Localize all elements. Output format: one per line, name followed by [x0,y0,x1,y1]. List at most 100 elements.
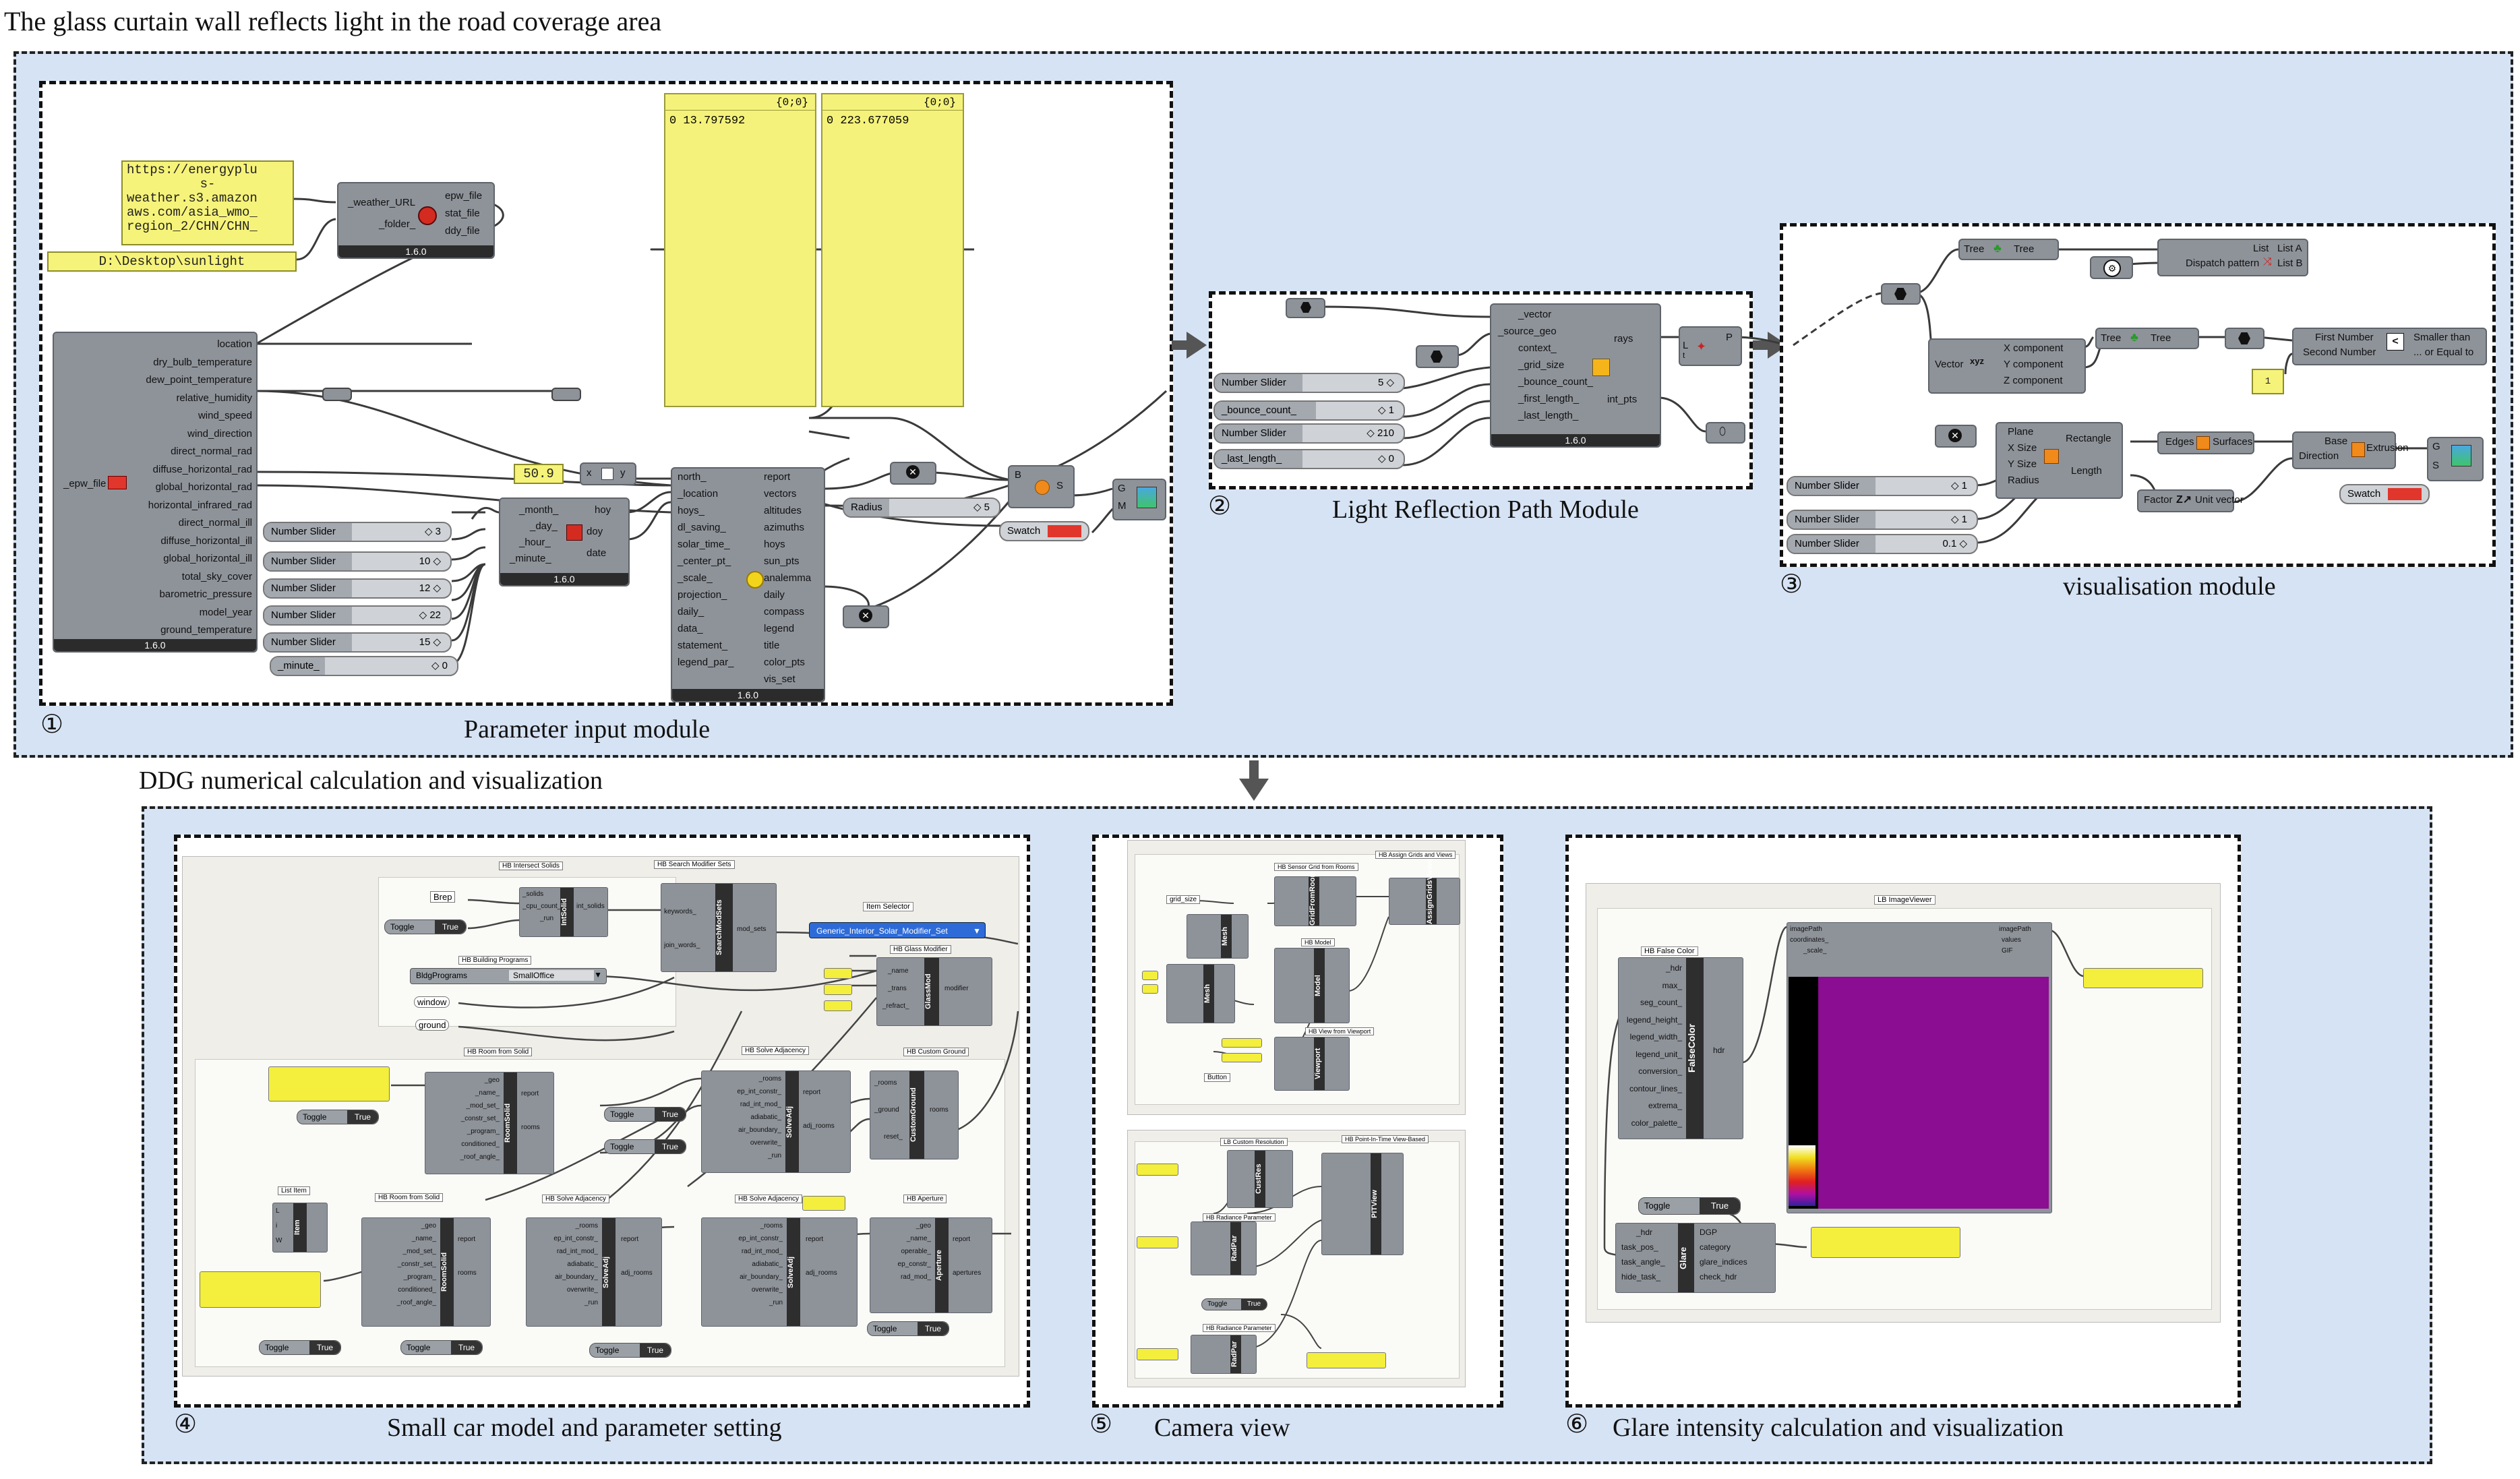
fc-in-6[interactable]: conversion_ [1638,1066,1682,1076]
sunpath-out-6[interactable]: analemma [764,572,812,584]
rays-port[interactable]: rays [1614,333,1633,344]
solve-adj-2-in-2[interactable]: rad_int_mod_ [556,1248,598,1255]
sunpath-out-5[interactable]: sun_pts [764,555,800,567]
m2-in-4[interactable]: _bounce_count_ [1518,376,1593,388]
solve-adj-3-in-2[interactable]: rad_int_mod_ [741,1248,783,1255]
epw-out-0[interactable]: location [217,338,252,350]
deconstruct-node-2[interactable]: ✕ [843,605,889,628]
equal-to-port[interactable]: ... or Equal to [2413,346,2474,358]
epw-out-13[interactable]: total_sky_cover [181,570,252,582]
solve-adj-2-in-4[interactable]: air_boundary_ [555,1273,598,1281]
tree1-out[interactable]: Tree [2014,243,2035,255]
item-w-in[interactable]: W [276,1237,282,1244]
sunpath-in-3[interactable]: dl_saving_ [678,522,726,533]
curve-param-node[interactable]: ⬯ [1706,422,1745,444]
solve-adj-3-out-0[interactable]: report [806,1236,824,1243]
y-comp-port[interactable]: Y component [2004,359,2064,370]
m4-yellow-1[interactable] [824,968,852,979]
sphere-base-port[interactable]: B [1015,469,1022,481]
preview3-g-port[interactable]: G [2432,441,2440,452]
viewer-coordinates-in[interactable]: coordinates_ [1790,936,1829,944]
m5-yellow-6[interactable] [1137,1236,1178,1248]
factor-port[interactable]: Factor [2144,494,2173,506]
sphere-node[interactable]: B S [1008,465,1075,508]
cg-ground-in[interactable]: _ground [874,1106,899,1114]
geometry-param-3[interactable] [1881,283,1921,305]
epw-out-6[interactable]: direct_normal_rad [171,446,252,457]
extrusion-port[interactable]: Extrusion [2366,442,2409,454]
room-solid-2-in-4[interactable]: _program_ [403,1273,436,1281]
m6-yellow-1[interactable] [2083,968,2203,988]
room-solid-1-in-4[interactable]: _program_ [467,1128,500,1135]
deconstruct-vector-node[interactable]: Vector xyz X component Y component Z com… [1928,338,2086,394]
rectangle-node[interactable]: ✕ [1935,425,1977,448]
int-cpu-in[interactable]: _cpu_count_ [522,903,562,910]
solve-adj-2-in-0[interactable]: _rooms [575,1222,598,1230]
cg-reset-in[interactable]: reset_ [884,1133,903,1141]
button-param[interactable]: Button [1204,1073,1230,1082]
solve-adj-1-in-5[interactable]: overwrite_ [750,1139,781,1147]
dispatch-pattern-port[interactable]: Dispatch pattern [2186,258,2260,269]
epw-out-9[interactable]: horizontal_infrared_rad [148,499,252,511]
epw-file-port[interactable]: epw_file [445,190,483,202]
fc-in-9[interactable]: color_palette_ [1631,1118,1682,1128]
glass-modifier-out[interactable]: modifier [944,985,969,992]
custom-preview-m1[interactable]: G M [1112,479,1166,520]
fc-in-7[interactable]: contour_lines_ [1629,1083,1682,1093]
length-out-port[interactable]: Length [2071,465,2102,477]
m1-slider-5[interactable]: _minute_◇ 0 [270,656,458,676]
mesh-node-top[interactable]: Mesh [1187,914,1249,959]
int-pts-port[interactable]: int_pts [1607,394,1638,405]
geometry-param-2[interactable] [1416,345,1459,368]
epw-out-12[interactable]: global_horizontal_ill [163,553,252,564]
m5-yellow-1[interactable] [1142,971,1158,980]
hoy-month-port[interactable]: _month_ [519,504,559,516]
solve-adj-2-out-0[interactable]: report [621,1236,639,1243]
solve-adj-1-in-0[interactable]: _rooms [758,1075,781,1083]
sunpath-out-3[interactable]: azimuths [764,522,805,533]
extrude-node[interactable]: Base Direction Extrusion [2292,431,2409,469]
weather-url-port[interactable]: _weather_URL [348,197,416,208]
dispatch-list-port[interactable]: List [2253,243,2269,254]
epw-out-15[interactable]: model_year [199,606,252,618]
edges-port[interactable]: Edges [2165,436,2194,448]
m3-value-panel[interactable]: 1 [2252,369,2284,394]
glare-hide-task-in[interactable]: hide_task_ [1621,1272,1661,1281]
radpar-node-1[interactable]: RadPar [1191,1221,1257,1275]
hoy-out-port[interactable]: hoy [595,504,611,516]
brep-param-1[interactable]: Brep [430,891,456,903]
solve-adj-1-out-1[interactable]: adj_rooms [803,1122,835,1130]
solve-adj-1-out-0[interactable]: report [803,1089,821,1096]
m2-in-3[interactable]: _grid_size [1518,359,1565,371]
preview-m-port[interactable]: M [1118,500,1127,512]
radpar-node-2[interactable]: RadPar [1191,1335,1257,1374]
unit-vector-node[interactable]: Factor Z↗ Unit vector [2137,489,2244,512]
m4-yellow-panel-1[interactable] [268,1066,390,1101]
epw-out-11[interactable]: diffuse_horizontal_ill [160,535,252,547]
m4-yellow-small[interactable] [802,1196,845,1211]
custom-preview-m3[interactable]: G S [2427,437,2484,481]
fc-in-5[interactable]: legend_unit_ [1636,1049,1682,1059]
glass-refract-in[interactable]: _refract_ [882,1002,909,1010]
room-solid-1-in-6[interactable]: _roof_angle_ [460,1153,500,1161]
second-number-port[interactable]: Second Number [2303,346,2376,358]
epw-out-16[interactable]: ground_temperature [160,624,252,636]
z-comp-port[interactable]: Z component [2004,375,2063,386]
folder-panel[interactable]: D:\Desktop\sunlight [47,251,297,272]
room-solid-2-out-0[interactable]: report [458,1236,476,1243]
int-run-in[interactable]: _run [540,915,554,922]
cg-rooms-in[interactable]: _rooms [874,1079,897,1087]
solve-adj-3-in-0[interactable]: _rooms [760,1222,783,1230]
epw-out-3[interactable]: relative_humidity [176,392,252,404]
glare-task-pos-in[interactable]: task_pos_ [1621,1242,1658,1252]
epw-out-8[interactable]: global_horizontal_rad [155,481,252,493]
m4-yellow-2[interactable] [824,984,852,995]
room-solid-1-in-3[interactable]: _constr_set_ [460,1115,500,1122]
solve-adj-2-in-6[interactable]: _run [584,1299,598,1306]
